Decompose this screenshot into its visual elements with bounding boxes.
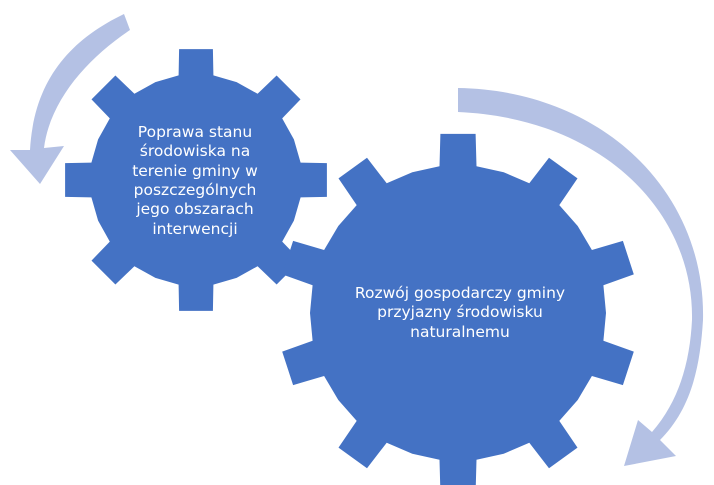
small-gear-label: Poprawa stanu środowiska na terenie gmin… <box>132 122 258 238</box>
gear-icon <box>282 133 634 485</box>
gear-icon <box>65 49 327 311</box>
curved-arrow-icon <box>10 14 130 184</box>
curved-arrow-icon <box>458 88 704 466</box>
large-gear-label: Rozwój gospodarczy gminy przyjazny środo… <box>354 283 566 341</box>
